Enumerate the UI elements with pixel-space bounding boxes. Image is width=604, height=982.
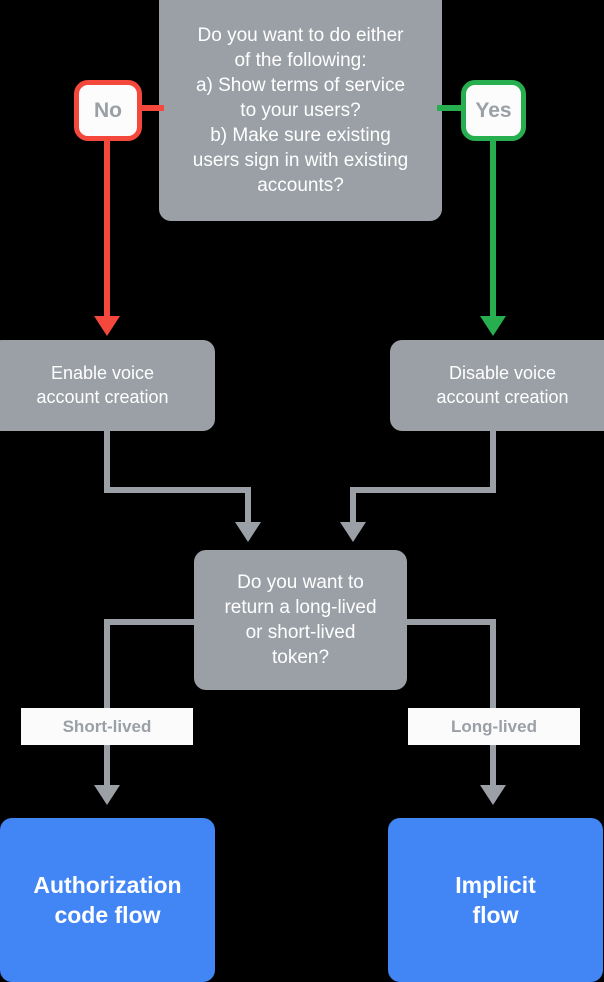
branch-label-yes[interactable]: Yes xyxy=(461,80,526,141)
connector-no-to-enable-line xyxy=(104,138,110,318)
action-node-disable-voice-account-creation-text: Disable voice account creation xyxy=(436,362,569,407)
branch-label-no[interactable]: No xyxy=(74,80,142,141)
terminal-node-implicit-flow-text: Implicit flow xyxy=(455,871,536,928)
connector-enable-arrowhead xyxy=(235,522,261,542)
terminal-node-authorization-code-flow[interactable]: Authorization code flow xyxy=(0,818,215,982)
edge-label-long-lived: Long-lived xyxy=(408,708,580,745)
decision-node-terms-and-existing-users-text: Do you want to do either of the followin… xyxy=(192,24,409,197)
connector-disable-left xyxy=(350,487,496,493)
connector-decision-to-no xyxy=(138,105,164,111)
edge-label-long-lived-text: Long-lived xyxy=(451,716,537,736)
terminal-node-implicit-flow[interactable]: Implicit flow xyxy=(388,818,603,982)
connector-no-to-enable-arrowhead xyxy=(94,316,120,336)
connector-disable-down-1 xyxy=(490,428,496,491)
edge-label-short-lived-text: Short-lived xyxy=(62,716,152,736)
connector-enable-down-1 xyxy=(104,428,110,491)
connector-enable-right xyxy=(104,487,251,493)
branch-label-no-text: No xyxy=(94,98,122,122)
action-node-enable-voice-account-creation[interactable]: Enable voice account creation xyxy=(0,340,215,431)
decision-node-token-lifetime-text: Do you want to return a long-lived or sh… xyxy=(224,571,377,669)
connector-token-right-down xyxy=(490,619,496,787)
connector-decision-to-yes xyxy=(437,105,464,111)
connector-token-left xyxy=(104,619,201,625)
connector-long-lived-arrowhead xyxy=(480,785,506,805)
connector-enable-down-2 xyxy=(245,487,251,524)
connector-yes-to-disable-line xyxy=(490,138,496,318)
connector-disable-down-2 xyxy=(350,487,356,524)
connector-token-right xyxy=(400,619,491,625)
action-node-disable-voice-account-creation[interactable]: Disable voice account creation xyxy=(390,340,604,431)
connector-token-left-down xyxy=(104,619,110,787)
terminal-node-authorization-code-flow-text: Authorization code flow xyxy=(33,871,182,928)
connector-short-lived-arrowhead xyxy=(94,785,120,805)
edge-label-short-lived: Short-lived xyxy=(21,708,193,745)
connector-disable-arrowhead xyxy=(340,522,366,542)
decision-node-token-lifetime[interactable]: Do you want to return a long-lived or sh… xyxy=(194,550,407,690)
decision-node-terms-and-existing-users[interactable]: Do you want to do either of the followin… xyxy=(159,0,442,221)
connector-yes-to-disable-arrowhead xyxy=(480,316,506,336)
action-node-enable-voice-account-creation-text: Enable voice account creation xyxy=(36,362,169,407)
branch-label-yes-text: Yes xyxy=(475,98,512,122)
